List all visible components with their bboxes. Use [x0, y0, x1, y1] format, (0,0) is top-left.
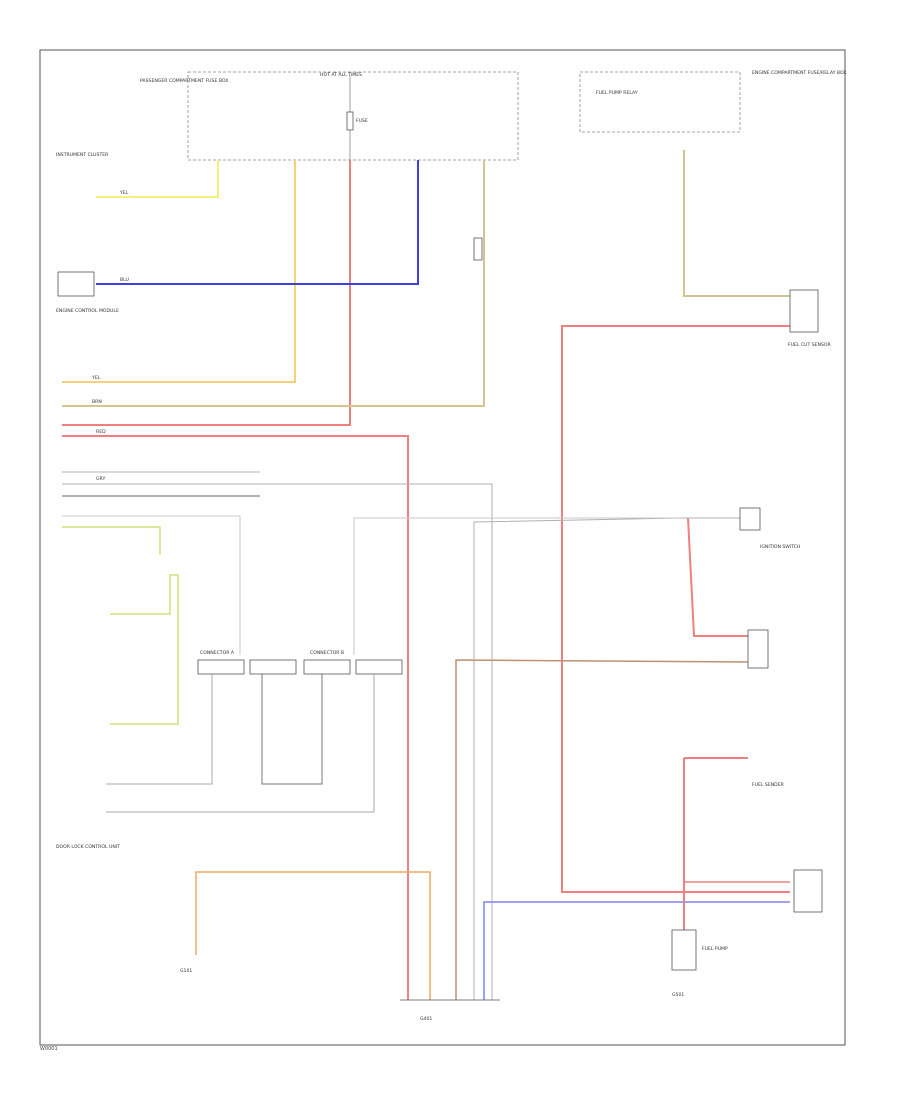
- pump-label: FUEL PUMP: [702, 946, 728, 952]
- wire-blue-1: [96, 160, 419, 285]
- wire-orange-1: [195, 871, 431, 1000]
- ignition-switch: [739, 507, 761, 531]
- small-relay: [473, 237, 483, 261]
- wire-red-1: [62, 160, 351, 426]
- diagram-reference: W0001: [40, 1046, 58, 1052]
- fuse-label: FUSE: [356, 118, 368, 124]
- wire-yellow-1: [96, 160, 219, 198]
- wire-lime-1: [62, 526, 161, 555]
- wire-tan-2: [683, 150, 790, 297]
- relay-switch: [747, 629, 769, 669]
- left-module: [57, 271, 95, 297]
- ground-mid-label: G401: [420, 1016, 432, 1022]
- wire-red-3: [561, 325, 790, 893]
- wire-red-label: RED: [96, 429, 106, 435]
- wire-tan-1: [62, 160, 485, 407]
- wire-blue-1-label: BLU: [120, 277, 129, 283]
- fuel-cut-label: FUEL CUT SENSOR: [788, 342, 832, 348]
- wire-gray-4: [353, 517, 680, 655]
- diagram-frame: [39, 49, 846, 1046]
- left-bottom-label: DOOR LOCK CONTROL UNIT: [56, 844, 120, 850]
- dual-relay-label: ENGINE COMPARTMENT FUSE/RELAY BOX: [752, 70, 846, 76]
- ground-right-label: G501: [672, 992, 684, 998]
- connector-b-label: CONNECTOR B: [310, 650, 344, 656]
- wire-lime-2: [110, 574, 179, 725]
- wire-yellow-2: [62, 160, 296, 383]
- wire-gray-8: [106, 674, 375, 813]
- fuse-box-label: HOT AT ALL TIMES: [320, 72, 362, 78]
- connector-box-3: [303, 659, 351, 675]
- relay-box-label: FUEL PUMP RELAY: [596, 90, 638, 96]
- connector-box-1: [197, 659, 245, 675]
- wire-yellow-2-label: YEL: [91, 375, 101, 381]
- sensor-bottom-label: FUEL SENDER: [752, 782, 785, 788]
- main-fuse: [346, 111, 354, 131]
- left-module-label: ENGINE CONTROL MODULE: [56, 308, 119, 314]
- wire-gray-3: [473, 517, 740, 1000]
- wire-gray-5: [62, 515, 241, 655]
- fuel-pump-component: [671, 929, 697, 971]
- fuel-cut-sensor: [789, 289, 819, 333]
- connector-a-label: CONNECTOR A: [200, 650, 235, 656]
- cluster-label: INSTRUMENT CLUSTER: [56, 152, 109, 158]
- fuse-box: [187, 71, 519, 161]
- wire-blue-2: [483, 901, 790, 1000]
- wire-gray-7: [261, 674, 323, 785]
- relay-box: [579, 71, 741, 133]
- right-connector: [793, 869, 823, 913]
- wire-tan-1-label: BRN: [92, 399, 102, 405]
- ecm-header: PASSENGER COMPARTMENT FUSE BOX: [140, 78, 228, 84]
- wire-red-4: [687, 517, 752, 637]
- wire-yellow-1-label: YEL: [119, 190, 129, 196]
- connector-box-2: [249, 659, 297, 675]
- connector-box-4: [355, 659, 403, 675]
- wire-brown-1: [455, 659, 753, 1000]
- ground-left-label: G101: [180, 968, 192, 974]
- wire-red-2: [62, 435, 409, 1000]
- wire-gray-label: GRY: [96, 476, 105, 482]
- wire-gray-6: [106, 674, 213, 785]
- ignition-label: IGNITION SWITCH: [760, 544, 800, 550]
- wire-gray-2: [62, 483, 493, 1000]
